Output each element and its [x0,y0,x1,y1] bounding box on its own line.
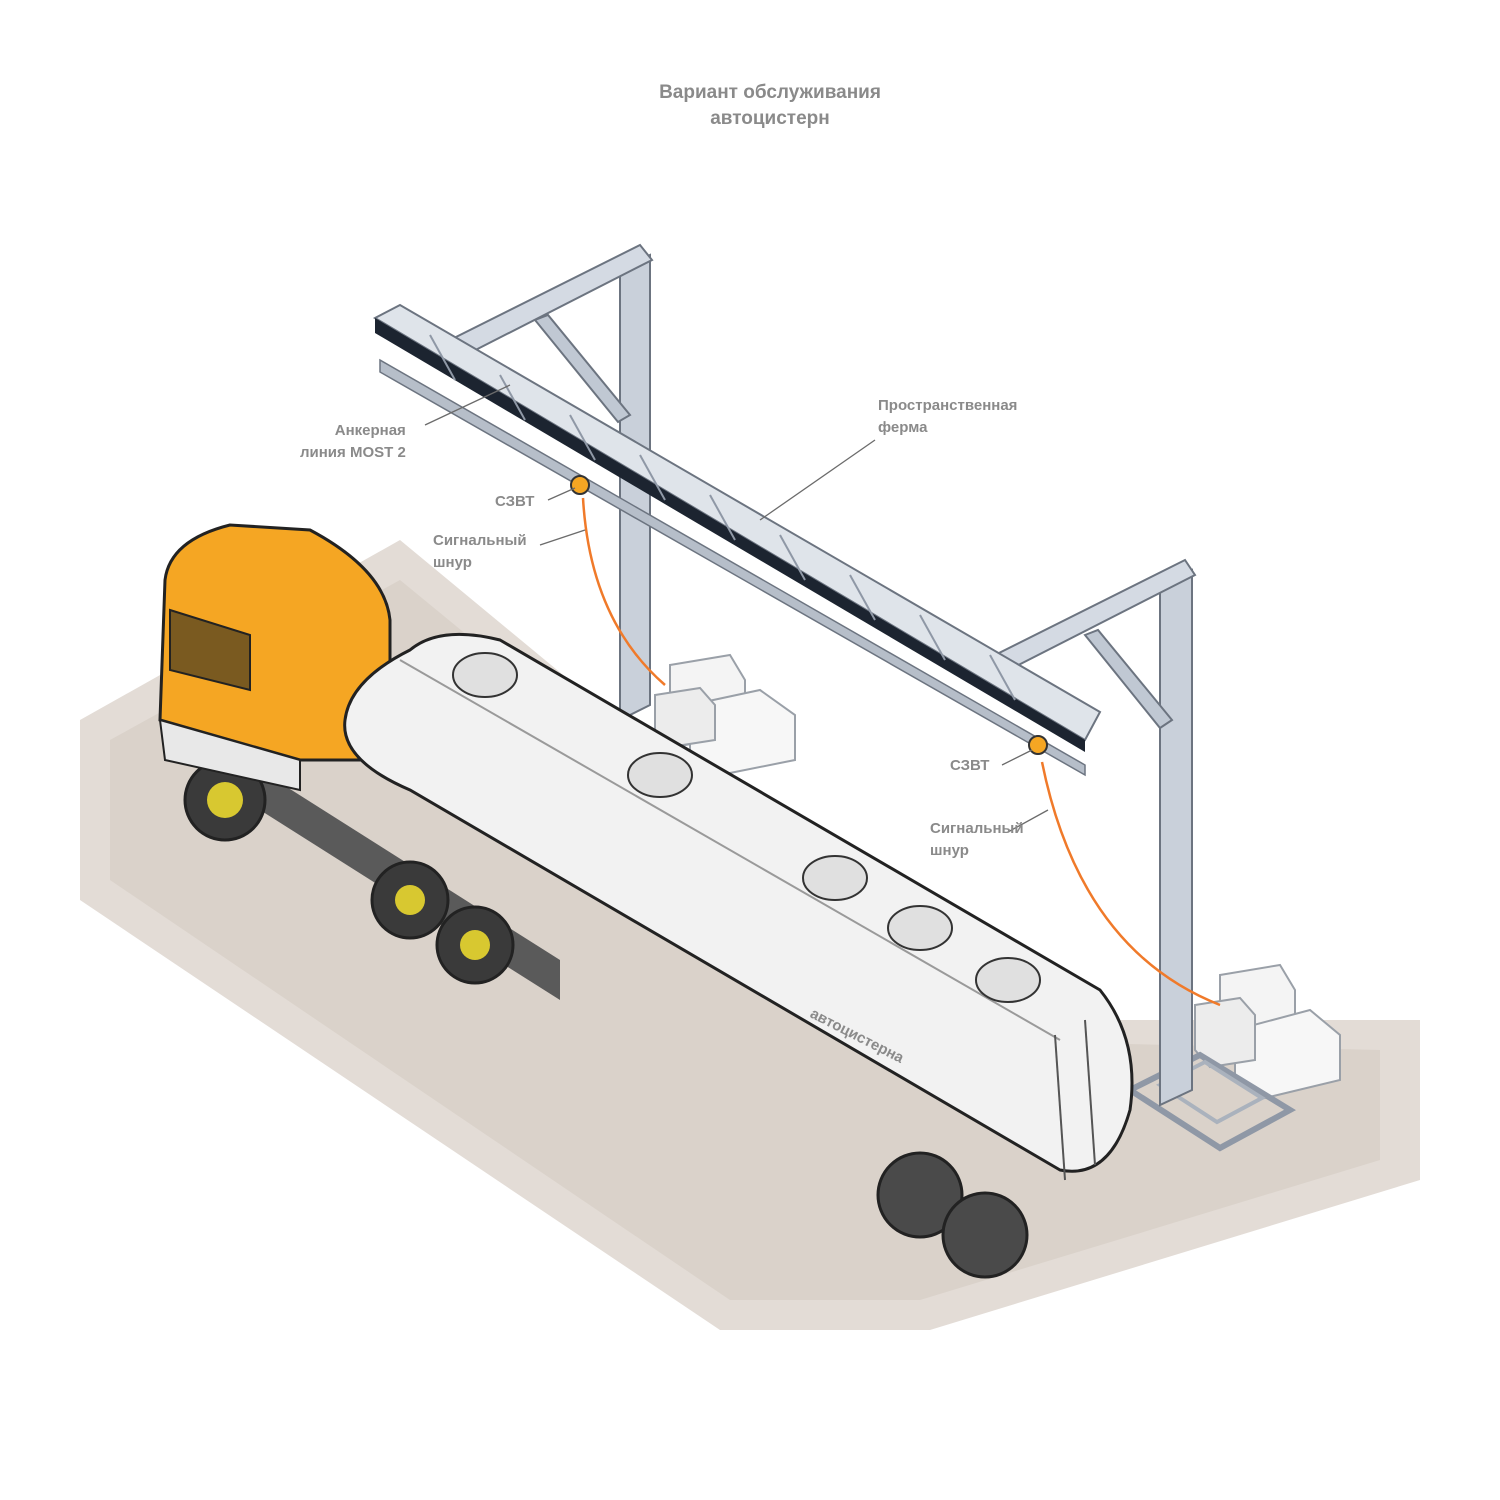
cord-left-line-2: шнур [433,554,472,571]
leader-truss [759,439,876,521]
left-portal-frame [438,243,654,722]
leader-lines [424,384,1049,833]
label-szvt-left: СЗВТ [495,493,535,510]
signal-cord-left [581,497,666,686]
truck-chassis [183,758,1029,1279]
label-szvt-right: СЗВТ [950,757,990,774]
left-ballast-blocks [654,653,796,777]
right-portal-frame [983,558,1197,1107]
cord-left-line-1: Сигнальный [433,532,527,549]
szvt-device-right [1028,735,1048,755]
szvt-device-left [570,475,590,495]
leader-szvt-right [1001,749,1033,766]
label-signal-cord-left: Сигнальный шнур [433,530,527,574]
label-signal-cord-right: Сигнальный шнур [930,818,1024,862]
leader-cord-left [539,529,586,546]
anchor-line-line-1: Анкерная [334,422,406,439]
signal-cord-right [1040,761,1221,1007]
label-space-truss: Пространственная ферма [878,395,1017,439]
leader-cord-right [1007,809,1049,833]
label-anchor-line: Анкерная линия MOST 2 [300,420,406,464]
truss-line-2: ферма [878,419,928,436]
leader-anchor-line [424,384,511,426]
title-line-1: Вариант обслуживания [659,82,881,103]
diagram-title: Вариант обслуживания автоцистерн [520,80,1020,132]
truck-cab [158,523,392,792]
truss-line-1: Пространственная [878,397,1018,414]
leader-szvt-left [547,487,576,501]
tank-body [343,632,1134,1181]
cord-right-line-1: Сигнальный [930,820,1024,837]
anchor-line-line-2: линия MOST 2 [300,444,406,461]
space-truss [372,303,1102,777]
title-line-2: автоцистерн [710,108,830,129]
cord-right-line-2: шнур [930,842,969,859]
